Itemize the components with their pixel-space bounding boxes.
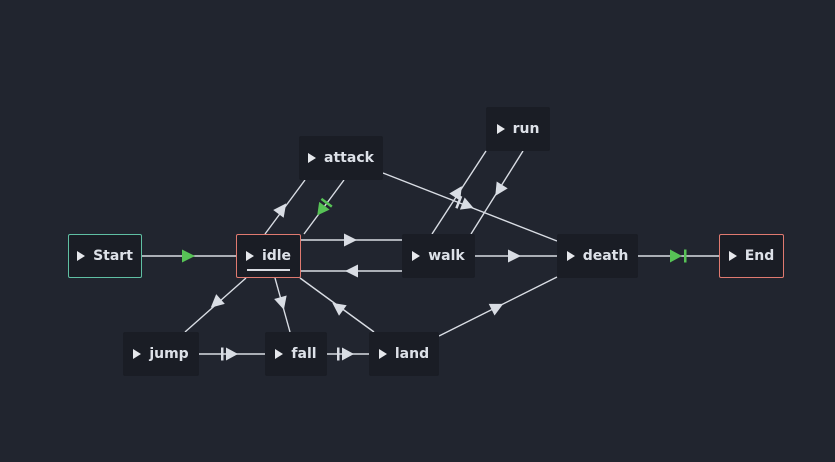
transition-attack-idle[interactable] — [303, 179, 345, 235]
play-icon[interactable] — [728, 251, 737, 261]
transition-idle-fall[interactable] — [274, 277, 291, 333]
node-idle[interactable]: idle — [236, 234, 301, 278]
node-death[interactable]: death — [557, 234, 638, 278]
transition-arrow-icon[interactable] — [449, 183, 467, 201]
node-label: fall — [291, 346, 317, 362]
play-icon[interactable] — [378, 349, 387, 359]
transition-arrow-icon[interactable] — [670, 249, 687, 263]
play-icon[interactable] — [275, 349, 284, 359]
transition-arrow-icon[interactable] — [329, 298, 347, 316]
play-icon[interactable] — [566, 251, 575, 261]
transition-fall-land[interactable] — [327, 347, 369, 361]
transition-arrow-icon[interactable] — [337, 347, 354, 361]
transition-arrow-icon[interactable] — [312, 197, 333, 219]
selected-underline — [247, 269, 290, 271]
transition-arrow-icon[interactable] — [508, 249, 521, 263]
play-icon[interactable] — [496, 124, 505, 134]
transition-walk-death[interactable] — [475, 249, 557, 263]
transition-start-idle[interactable] — [142, 249, 236, 263]
transition-arrow-icon[interactable] — [182, 249, 195, 263]
transition-jump-fall[interactable] — [199, 347, 265, 361]
node-label: death — [582, 248, 629, 264]
node-label: End — [744, 248, 775, 264]
node-label: attack — [324, 150, 374, 166]
play-icon[interactable] — [77, 251, 86, 261]
play-icon[interactable] — [412, 251, 421, 261]
transition-idle-attack[interactable] — [264, 179, 306, 235]
transition-idle-walk[interactable] — [301, 233, 402, 247]
node-start[interactable]: Start — [68, 234, 142, 278]
node-label: land — [394, 346, 430, 362]
transition-arrow-icon[interactable] — [345, 264, 358, 278]
node-run[interactable]: run — [486, 107, 550, 151]
transition-land-death[interactable] — [438, 276, 558, 337]
node-attack[interactable]: attack — [299, 136, 383, 180]
node-walk[interactable]: walk — [402, 234, 475, 278]
play-icon[interactable] — [308, 153, 317, 163]
transition-arrow-icon[interactable] — [490, 181, 508, 199]
node-fall[interactable]: fall — [265, 332, 327, 376]
node-label: idle — [261, 248, 292, 264]
node-label: Start — [93, 248, 133, 264]
node-land[interactable]: land — [369, 332, 439, 376]
node-label: walk — [428, 248, 465, 264]
transition-run-walk[interactable] — [470, 150, 524, 235]
transition-arrow-icon[interactable] — [221, 347, 238, 361]
transition-arrow-icon[interactable] — [274, 295, 290, 311]
transition-land-idle[interactable] — [299, 277, 375, 333]
transition-death-end[interactable] — [638, 249, 719, 263]
play-icon[interactable] — [133, 349, 142, 359]
transition-arrow-icon[interactable] — [488, 298, 506, 316]
node-jump[interactable]: jump — [123, 332, 199, 376]
transition-idle-jump[interactable] — [184, 277, 247, 333]
node-label: run — [512, 121, 540, 137]
transition-arrow-icon[interactable] — [455, 195, 476, 214]
play-icon[interactable] — [245, 251, 254, 261]
transition-arrow-icon[interactable] — [344, 233, 357, 247]
node-end[interactable]: End — [719, 234, 784, 278]
transition-walk-run[interactable] — [431, 150, 487, 235]
transition-arrow-icon[interactable] — [273, 200, 291, 218]
transition-attack-death[interactable] — [382, 172, 558, 242]
transition-arrow-icon[interactable] — [206, 294, 225, 312]
transition-walk-idle[interactable] — [301, 264, 402, 278]
node-label: jump — [149, 346, 189, 362]
